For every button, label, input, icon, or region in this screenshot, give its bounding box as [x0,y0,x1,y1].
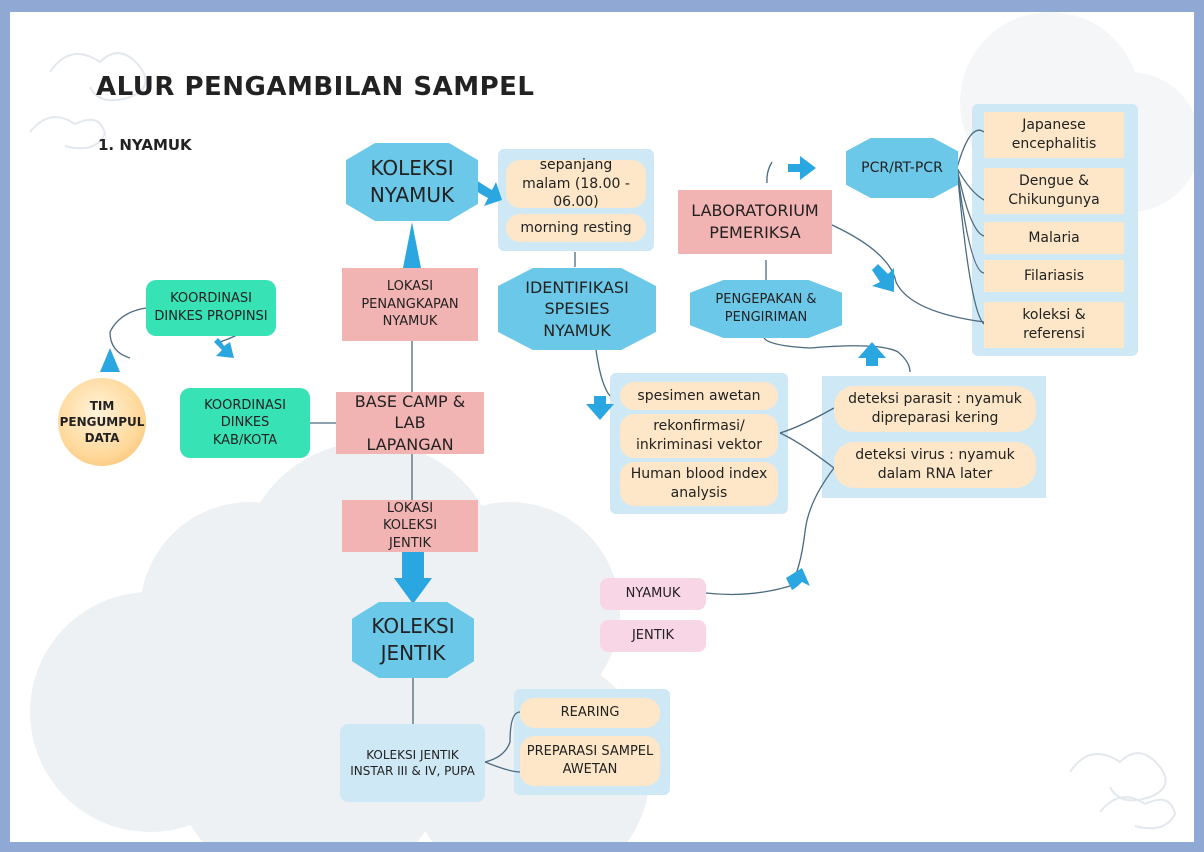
arrow-down-icon [872,264,894,292]
rekonfirmasi-node: rekonfirmasi/ inkriminasi vektor [620,414,778,458]
lokasi-penangkapan-node: LOKASI PENANGKAPAN NYAMUK [342,268,478,341]
pengepakan-node: PENGEPAKAN & PENGIRIMAN [690,280,842,338]
koordinasi-kab-node: KOORDINASI DINKES KAB/KOTA [180,388,310,458]
rearing-node: REARING [520,698,660,728]
malaria-node: Malaria [984,222,1124,254]
nyamuk-node: NYAMUK [600,578,706,610]
jentik-node: JENTIK [600,620,706,652]
koleksi-jentik-node: KOLEKSI JENTIK [352,602,474,678]
arrow-down-icon [394,552,432,604]
arrow-up-icon [786,568,810,590]
arrow-up-icon [858,342,886,366]
arrow-right-icon [472,180,502,206]
preparasi-node: PREPARASI SAMPEL AWETAN [520,736,660,786]
laboratorium-node: LABORATORIUM PEMERIKSA [678,190,832,254]
slide: ALUR PENGAMBILAN SAMPEL 1. NYAMUK [10,12,1194,842]
arrow-right-icon [788,156,816,180]
deteksi-parasit-node: deteksi parasit : nyamuk dipreparasi ker… [834,386,1036,432]
base-camp-node: BASE CAMP & LAB LAPANGAN [336,392,484,454]
koordinasi-propinsi-node: KOORDINASI DINKES PROPINSI [146,280,276,336]
connector-lines [109,129,985,773]
dengue-node: Dengue & Chikungunya [984,168,1124,214]
morning-resting-node: morning resting [506,214,646,242]
pcr-node: PCR/RT-PCR [846,138,958,198]
koleksi-referensi-node: koleksi & referensi [984,302,1124,348]
arrows [100,156,894,604]
human-blood-node: Human blood index analysis [620,462,778,506]
tim-pengumpul-node: TIM PENGUMPUL DATA [58,378,146,466]
koleksi-jentik-instar-node: KOLEKSI JENTIK INSTAR III & IV, PUPA [340,724,485,802]
filariasis-node: Filariasis [984,260,1124,292]
arrow-down-icon [586,396,614,420]
section-subtitle: 1. NYAMUK [98,136,192,154]
japanese-encephalitis-node: Japanese encephalitis [984,112,1124,158]
arrow-up-icon [403,222,421,268]
spesimen-awetan-node: spesimen awetan [620,382,778,410]
arrow-left-icon [214,338,234,358]
deteksi-virus-node: deteksi virus : nyamuk dalam RNA later [834,442,1036,488]
arrow-up-icon [100,348,120,372]
koleksi-nyamuk-node: KOLEKSI NYAMUK [346,143,478,221]
lokasi-koleksi-jentik-node: LOKASI KOLEKSI JENTIK [342,500,478,552]
identifikasi-spesies-node: IDENTIFIKASI SPESIES NYAMUK [498,268,656,350]
page-title: ALUR PENGAMBILAN SAMPEL [96,72,535,102]
sepanjang-malam-node: sepanjang malam (18.00 - 06.00) [506,157,646,210]
